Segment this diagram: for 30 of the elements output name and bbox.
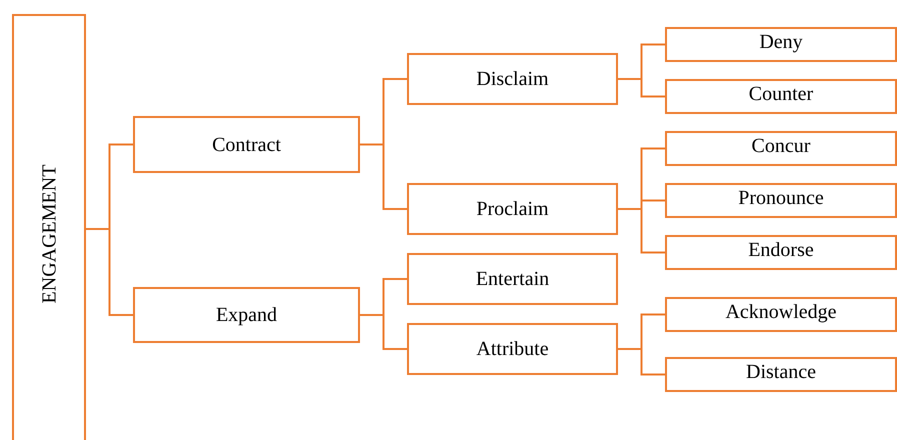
node-label: Concur bbox=[752, 134, 810, 156]
node-label: Entertain bbox=[476, 268, 550, 290]
node-box bbox=[665, 79, 897, 114]
node-label: Contract bbox=[212, 134, 281, 156]
node-label: Attribute bbox=[476, 338, 549, 360]
node-box bbox=[133, 287, 360, 343]
node-label: Pronounce bbox=[738, 186, 824, 208]
connector-line bbox=[360, 314, 407, 350]
node-label: Distance bbox=[746, 360, 816, 382]
node-label: Deny bbox=[759, 30, 803, 52]
node-box bbox=[665, 27, 897, 62]
node-label: ENGAGEMENT bbox=[38, 164, 60, 304]
node-box bbox=[407, 53, 618, 105]
node-box bbox=[407, 253, 618, 305]
node-label: Counter bbox=[748, 82, 814, 104]
node-label: Expand bbox=[216, 304, 278, 326]
connector-line bbox=[618, 78, 665, 98]
node-label: Proclaim bbox=[476, 198, 549, 220]
node-box bbox=[665, 131, 897, 166]
node-box bbox=[665, 235, 897, 270]
node-box bbox=[133, 116, 360, 173]
node-label: Disclaim bbox=[476, 68, 549, 90]
node-box bbox=[665, 357, 897, 392]
node-box bbox=[407, 323, 618, 375]
category-box bbox=[12, 14, 86, 440]
node-box bbox=[665, 297, 897, 332]
node-label: Endorse bbox=[748, 238, 814, 260]
node-label: Acknowledge bbox=[725, 300, 837, 322]
node-box bbox=[407, 183, 618, 235]
node-box bbox=[665, 183, 897, 218]
